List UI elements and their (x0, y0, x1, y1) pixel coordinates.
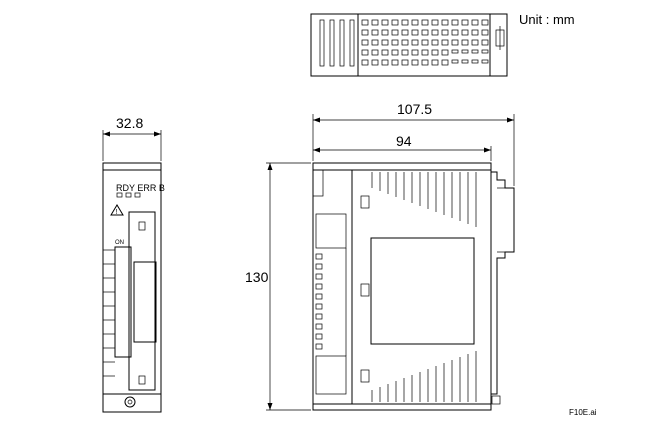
connector-label: ON (115, 240, 124, 246)
led-labels: RDY ERR B (116, 183, 165, 193)
side-body-width-label: 94 (396, 133, 412, 149)
dim-height: 130 (245, 162, 311, 411)
din-clip (491, 171, 515, 405)
dim-front-width: 32.8 (102, 115, 162, 161)
side-total-width-label: 107.5 (397, 101, 432, 117)
svg-text:!: ! (116, 209, 118, 216)
led-indicator-icon: RDY ERR B (116, 183, 165, 198)
dim-side-body-width: 94 (313, 133, 492, 161)
terminal-connector: ON (103, 211, 157, 391)
warning-icon: ! (110, 204, 124, 216)
top-view (310, 13, 508, 77)
side-view: 107.5 94 130 (245, 101, 515, 411)
unit-label: Unit : mm (519, 12, 575, 27)
front-width-label: 32.8 (116, 115, 143, 131)
dim-side-total-width: 107.5 (312, 101, 515, 186)
front-view: RDY ERR B ! ON (102, 115, 165, 413)
figure-id: F10E.ai (569, 408, 597, 417)
screw-icon (124, 396, 136, 408)
height-label: 130 (245, 269, 269, 285)
